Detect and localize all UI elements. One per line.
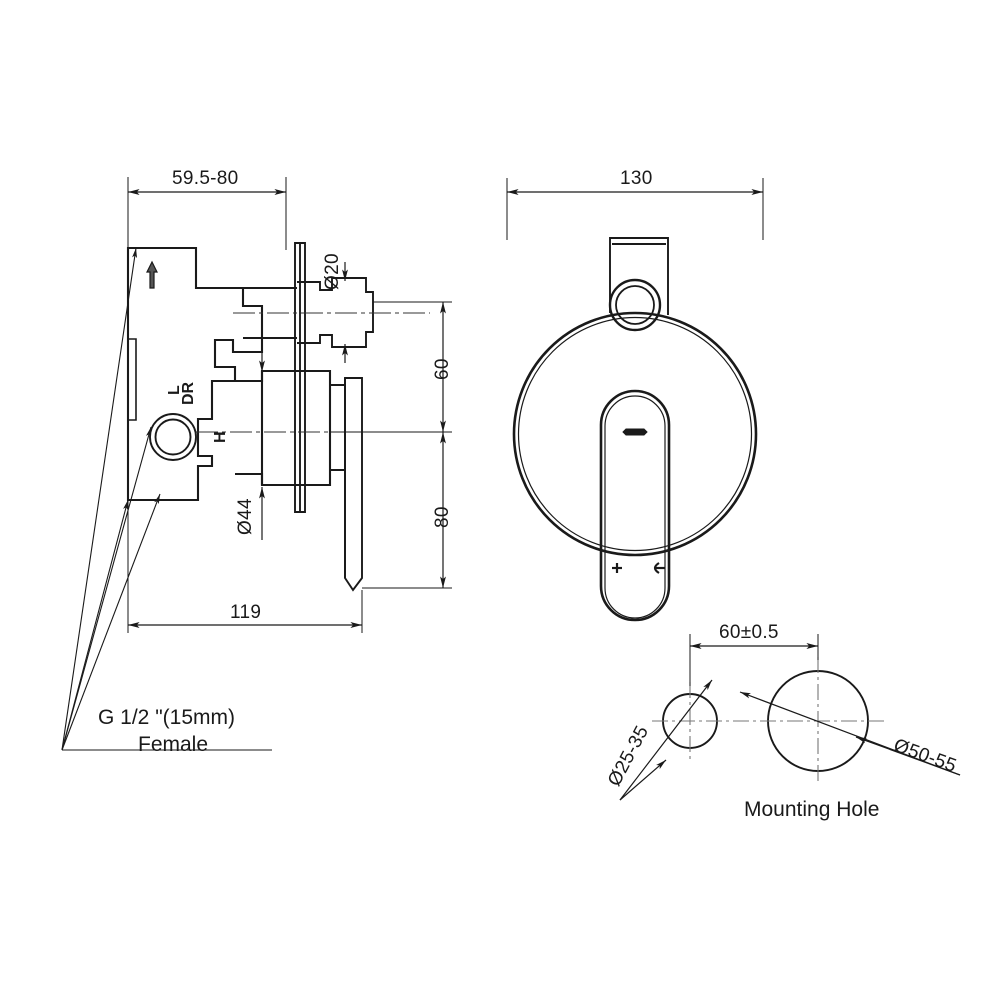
dim-overall-length-extensions (127, 500, 363, 633)
valve-body-outline (126, 246, 264, 502)
side-view-group (61, 177, 452, 751)
front-handle-lever-inner (604, 395, 666, 619)
handle-lever-hub (330, 384, 346, 471)
hot-indicator-icon (612, 563, 622, 573)
flow-direction-arrow (146, 260, 158, 289)
diverter-button-ring (608, 278, 662, 332)
dim-plate-diameter-label: 130 (620, 168, 653, 189)
escutcheon-plate (294, 242, 306, 513)
side-vertical-extension-lines (330, 301, 452, 589)
dim-large-hole-leader (739, 691, 961, 776)
front-view-group (506, 178, 764, 622)
diverter-outlet-tube (243, 277, 374, 348)
dim-depth-range-label: 59.5-80 (172, 168, 239, 189)
front-escutcheon-circle-inner (517, 316, 753, 552)
side-view-centerlines (196, 312, 446, 433)
dim-outlet-diameter-label: Ø20 (322, 253, 343, 290)
dim-upper-offset-label: 60 (432, 358, 453, 380)
handle-slot-indicator (622, 428, 648, 436)
front-top-tab (609, 237, 669, 315)
mounting-hole-title: Mounting Hole (744, 798, 880, 821)
thread-note-line-2: Female (138, 733, 209, 756)
dim-overall-length-label: 119 (230, 602, 262, 623)
valve-body-left-notch (128, 338, 137, 421)
front-handle-lever (599, 389, 671, 622)
port-label-drain: DR (180, 381, 197, 405)
thread-note-line-1: G 1/2 "(15mm) (98, 706, 235, 729)
handle-lever-side-profile (344, 377, 363, 592)
port-circle (149, 413, 197, 461)
dim-small-hole-leader (619, 679, 713, 801)
cartridge-barrel (235, 369, 332, 487)
mounting-hole-detail-group (619, 634, 961, 801)
dim-spindle-diameter-label: Ø44 (235, 498, 256, 535)
dim-center-distance-extensions (689, 634, 819, 686)
dim-lower-offset-label: 80 (432, 506, 453, 528)
diverter-button-ring-inner (615, 285, 655, 325)
side-view-extension-lines (127, 177, 287, 250)
front-escutcheon-circle (512, 311, 758, 557)
mounting-hole-centerlines (652, 657, 888, 785)
cold-indicator-icon (653, 562, 665, 574)
dim-center-distance-label: 60±0.5 (719, 622, 779, 643)
thread-note-leader-lines (61, 247, 272, 751)
port-label-hot: H (212, 431, 229, 443)
dim-plate-diameter-extensions (506, 178, 764, 240)
